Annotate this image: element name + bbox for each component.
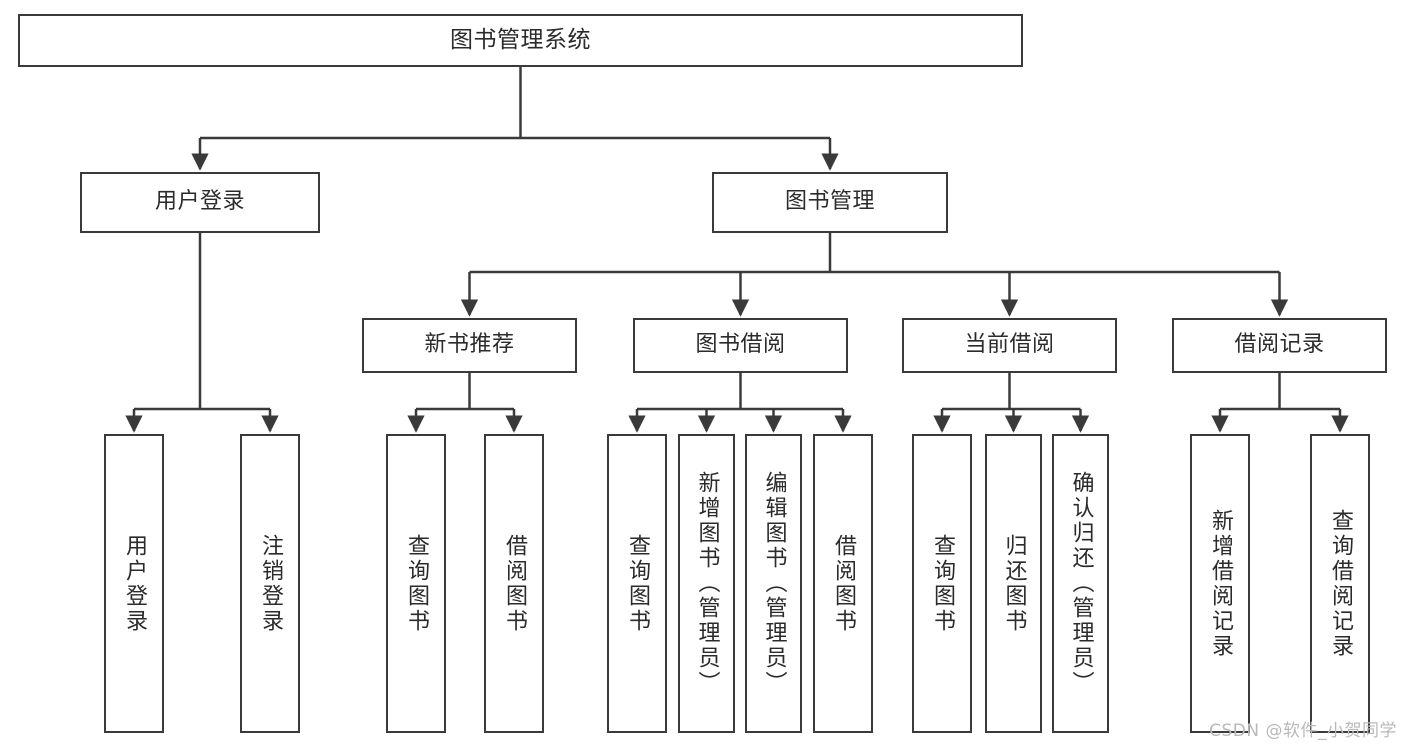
node-leaf-return-book[interactable]: 归还图书	[985, 434, 1042, 733]
node-leaf-user-logout[interactable]: 注销登录	[240, 434, 300, 733]
node-leaf-return-book-label: 归还图书	[1001, 533, 1027, 634]
node-leaf-edit-book-label: 编辑图书（管理员）	[761, 471, 787, 696]
node-leaf-borrow-book-1[interactable]: 借阅图书	[484, 434, 544, 733]
node-new-book-rec[interactable]: 新书推荐	[362, 318, 577, 373]
node-book-borrow[interactable]: 图书借阅	[633, 318, 848, 373]
node-user-login[interactable]: 用户登录	[80, 172, 320, 233]
node-new-book-rec-label: 新书推荐	[424, 332, 515, 358]
node-leaf-query-record[interactable]: 查询借阅记录	[1310, 434, 1370, 733]
node-borrow-record[interactable]: 借阅记录	[1172, 318, 1387, 373]
node-leaf-user-logout-label: 注销登录	[258, 533, 283, 634]
node-leaf-add-book[interactable]: 新增图书（管理员）	[678, 434, 735, 733]
node-leaf-borrow-book-2-label: 借阅图书	[831, 533, 856, 634]
node-book-manage[interactable]: 图书管理	[712, 172, 948, 233]
node-root[interactable]: 图书管理系统	[18, 14, 1023, 67]
node-book-borrow-label: 图书借阅	[695, 332, 786, 358]
node-leaf-add-record-label: 新增借阅记录	[1208, 508, 1233, 659]
node-leaf-borrow-book-2[interactable]: 借阅图书	[813, 434, 873, 733]
node-leaf-add-record[interactable]: 新增借阅记录	[1190, 434, 1250, 733]
node-user-login-label: 用户登录	[154, 189, 245, 215]
node-leaf-query-book-1-label: 查询图书	[404, 533, 429, 634]
node-leaf-query-record-label: 查询借阅记录	[1328, 508, 1353, 659]
node-leaf-confirm-return[interactable]: 确认归还（管理员）	[1052, 434, 1109, 733]
node-book-manage-label: 图书管理	[784, 189, 875, 215]
node-borrow-record-label: 借阅记录	[1234, 332, 1325, 358]
node-leaf-user-login-label: 用户登录	[122, 533, 147, 634]
node-leaf-query-book-3[interactable]: 查询图书	[912, 434, 972, 733]
node-leaf-query-book-1[interactable]: 查询图书	[386, 434, 446, 733]
node-leaf-add-book-label: 新增图书（管理员）	[694, 471, 720, 696]
node-current-borrow-label: 当前借阅	[964, 332, 1055, 358]
node-leaf-edit-book[interactable]: 编辑图书（管理员）	[745, 434, 802, 733]
node-leaf-query-book-2-label: 查询图书	[625, 533, 650, 634]
node-leaf-user-login[interactable]: 用户登录	[104, 434, 164, 733]
node-leaf-borrow-book-1-label: 借阅图书	[502, 533, 527, 634]
node-leaf-query-book-2[interactable]: 查询图书	[607, 434, 667, 733]
node-current-borrow[interactable]: 当前借阅	[902, 318, 1117, 373]
node-leaf-confirm-return-label: 确认归还（管理员）	[1068, 471, 1094, 696]
node-root-label: 图书管理系统	[450, 26, 591, 53]
node-leaf-query-book-3-label: 查询图书	[930, 533, 955, 634]
